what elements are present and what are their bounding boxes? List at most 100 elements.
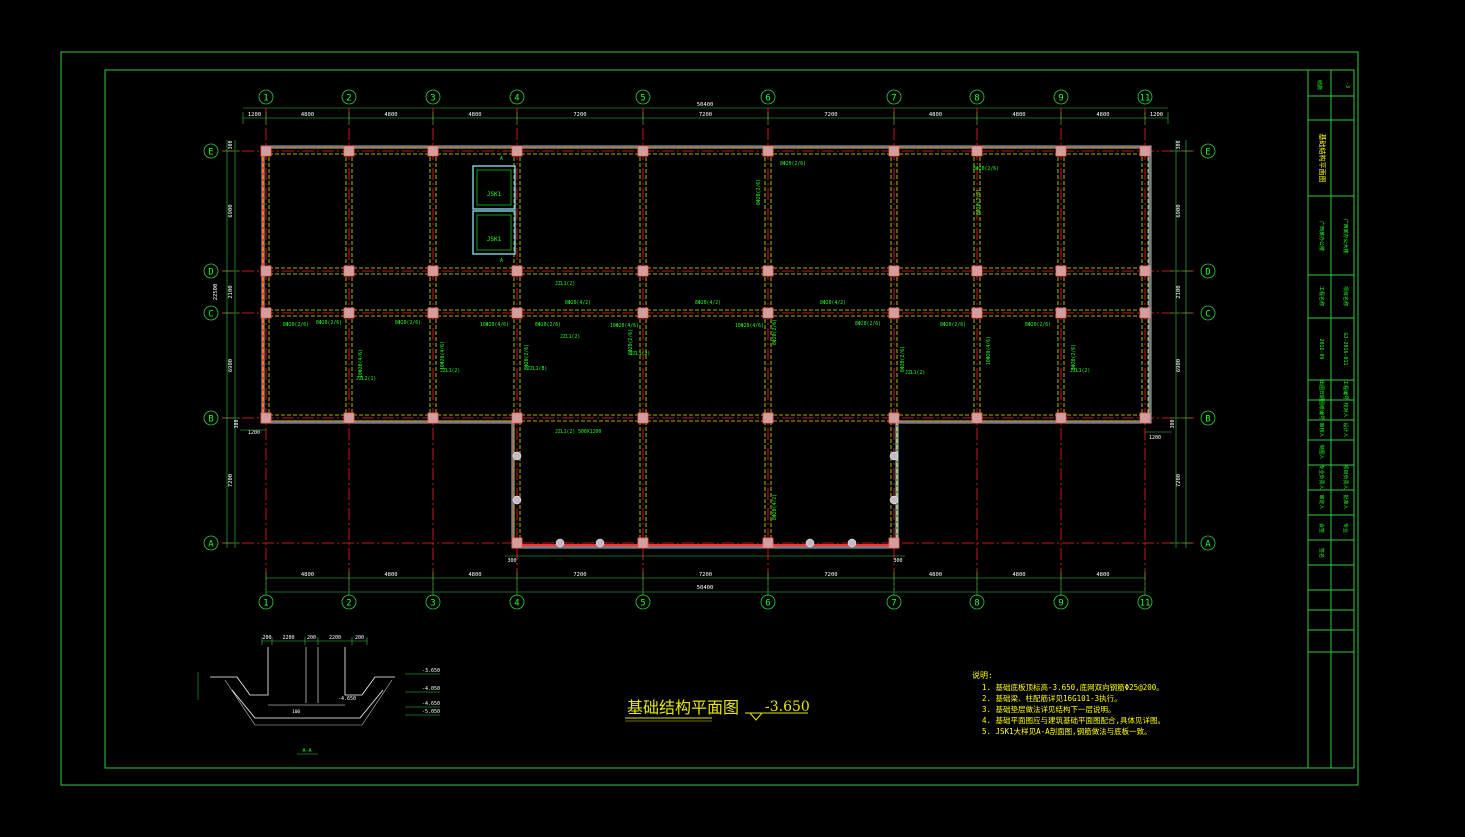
column bbox=[762, 537, 774, 549]
titleblock-cell: 专业 bbox=[1342, 523, 1349, 533]
column bbox=[971, 145, 983, 157]
axis-label: 7 bbox=[891, 599, 896, 609]
dim-text: 4800 bbox=[929, 572, 942, 578]
dim-text: 300 bbox=[893, 558, 902, 564]
dim-text: 1200 bbox=[248, 430, 260, 436]
dim-text: 200 bbox=[262, 635, 271, 641]
titleblock-cell: 结施 bbox=[1316, 80, 1323, 90]
dim-text: 1200 bbox=[1149, 435, 1161, 441]
beam-label-vertical: 8Φ20(2/6) bbox=[756, 179, 762, 205]
column bbox=[762, 307, 774, 319]
outer-frame bbox=[60, 51, 1359, 786]
titleblock-cell: 批准人 bbox=[1342, 494, 1349, 509]
beam-label-vertical: 10Φ20(4/6) bbox=[440, 341, 446, 370]
titleblock-cell: 会签 bbox=[1318, 523, 1325, 533]
beam-label: 8Φ20(4/2) bbox=[565, 300, 591, 306]
dim-text: 7200 bbox=[573, 572, 586, 578]
beam-label: JZL1(2) 500X1200 bbox=[555, 429, 601, 435]
beam-label: JZL1(2) bbox=[560, 334, 580, 340]
column bbox=[427, 307, 439, 319]
beam-label-vertical: 8Φ20(2/6) bbox=[524, 344, 530, 370]
titleblock-cell: 图纸编号 bbox=[1318, 400, 1325, 420]
column bbox=[971, 307, 983, 319]
axis-label: 2 bbox=[346, 94, 351, 104]
column bbox=[1139, 412, 1151, 424]
section-mark: A bbox=[500, 258, 503, 264]
column bbox=[1055, 412, 1067, 424]
column bbox=[888, 145, 900, 157]
column bbox=[511, 145, 523, 157]
axis-bubble bbox=[509, 89, 525, 105]
column bbox=[1139, 145, 1151, 157]
column bbox=[511, 412, 523, 424]
axis-label: 9 bbox=[1058, 94, 1063, 104]
column bbox=[511, 307, 523, 319]
dim-text: 300 bbox=[507, 558, 516, 564]
section-profile bbox=[231, 689, 384, 719]
beam-label: 8Φ20(2/6) bbox=[316, 320, 342, 326]
beam-label: 8Φ20(2/6) bbox=[535, 322, 561, 328]
beam-label-vertical: 8Φ20(2/6) bbox=[628, 329, 634, 355]
titleblock-cell: 签名 bbox=[1318, 548, 1325, 558]
column bbox=[511, 265, 523, 277]
pile-marker bbox=[512, 495, 522, 505]
titleblock-cell: 出图日期 bbox=[1318, 380, 1325, 400]
beam-label: JZL1(2) bbox=[1070, 368, 1090, 374]
column bbox=[888, 537, 900, 549]
drawing-title: 基础结构平面图 bbox=[627, 698, 739, 717]
axis-bubble bbox=[203, 305, 219, 321]
column bbox=[260, 145, 272, 157]
dim-text: 4800 bbox=[468, 572, 481, 578]
dim-text: 200 bbox=[355, 635, 364, 641]
dim-total: 50400 bbox=[697, 102, 714, 108]
pile-marker bbox=[595, 538, 605, 548]
axis-bubble bbox=[258, 89, 274, 105]
titleblock-cell: 专业负责人 bbox=[1318, 464, 1325, 489]
axis-label: 7 bbox=[891, 94, 896, 104]
dim-text: 2200 bbox=[282, 635, 294, 641]
dim-text: 4800 bbox=[301, 112, 314, 118]
column bbox=[260, 265, 272, 277]
titleblock-cell: GJ-2016-011 bbox=[1342, 332, 1348, 365]
note-item: 3. 基础垫层做法详见结构下一层说明。 bbox=[982, 704, 1116, 714]
beam-label: 8Φ20(2/6) bbox=[283, 322, 309, 328]
section-profile bbox=[224, 679, 393, 726]
titleblock-cell: -3 bbox=[1344, 82, 1350, 88]
axis-bubble bbox=[886, 89, 902, 105]
dim-text: 300 bbox=[1170, 419, 1176, 428]
column bbox=[343, 145, 355, 157]
beam-label-vertical: 10Φ20(4/6) bbox=[986, 336, 992, 365]
dim-text: 6900 bbox=[1176, 359, 1182, 372]
dim-text: 200 bbox=[307, 635, 316, 641]
titleblock-cell: 项目名称 bbox=[1342, 286, 1349, 306]
axis-bubble bbox=[760, 89, 776, 105]
pile-marker bbox=[847, 538, 857, 548]
axis-bubble bbox=[341, 89, 357, 105]
dim-total: 22500 bbox=[213, 284, 219, 301]
beam-label: 10Φ20(4/6) bbox=[480, 322, 509, 328]
column bbox=[427, 145, 439, 157]
axis-label: 11 bbox=[1140, 599, 1151, 609]
titleblock-cell: 项目负责人 bbox=[1342, 464, 1349, 489]
column bbox=[343, 412, 355, 424]
beam-label-vertical: 8Φ20(2/6) bbox=[976, 189, 982, 215]
axis-label: 8 bbox=[974, 599, 979, 609]
dim-text: 7200 bbox=[1176, 474, 1182, 487]
dim-text: 6900 bbox=[228, 204, 234, 217]
beam-label-vertical: 8Φ20(2/6) bbox=[900, 346, 906, 372]
titleblock-cell: 2016-09 bbox=[1318, 338, 1324, 359]
notes-block: 说明: 1. 基础底板顶标高-3.650,底网双向钢筋Φ25@200。 2. 基… bbox=[972, 670, 1165, 736]
axis-label: 4 bbox=[514, 94, 519, 104]
axis-label: C bbox=[208, 310, 213, 320]
section-mark: A bbox=[500, 156, 503, 162]
beam-label: JZL1(B) bbox=[527, 366, 547, 372]
column bbox=[427, 265, 439, 277]
dim-text: 7200 bbox=[228, 474, 234, 487]
beam-label: 8Φ20(2/6) bbox=[1025, 322, 1051, 328]
beam-label: JZL1(2) bbox=[630, 351, 650, 357]
titleblock-cell: 校对人 bbox=[1342, 402, 1349, 417]
dim-text: 6900 bbox=[1176, 204, 1182, 217]
